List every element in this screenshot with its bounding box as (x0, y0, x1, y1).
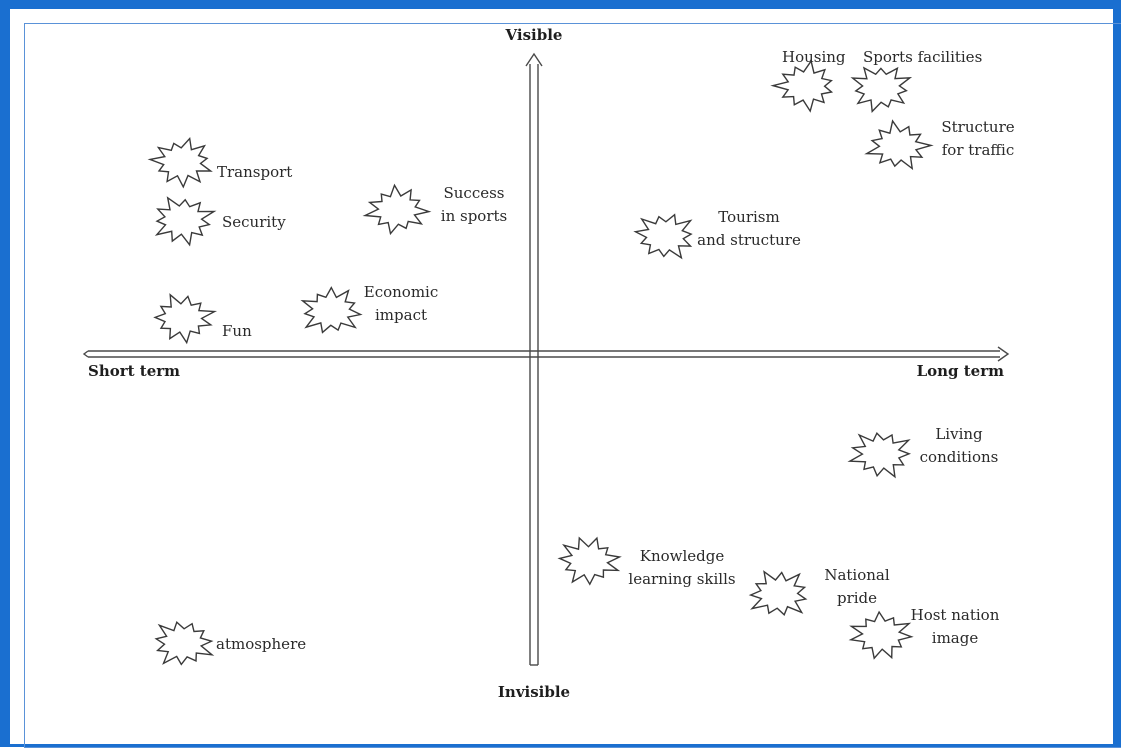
concept-label: Housing (782, 48, 846, 66)
burst-icon (770, 59, 834, 113)
concept-label: Transport (217, 163, 292, 181)
burst-icon (633, 213, 693, 260)
axis-label-short-term: Short term (88, 362, 180, 380)
concept-label: atmosphere (216, 635, 306, 653)
concept-host-nation: Host nation image (848, 606, 1000, 660)
concept-label: Structure (941, 118, 1014, 136)
concept-living-conditions: Living conditions (847, 425, 999, 479)
concept-tourism: Tourism and structure (633, 208, 801, 260)
concept-knowledge: Knowledge learning skills (557, 536, 736, 588)
concept-label: Success (443, 184, 504, 202)
burst-icon (748, 570, 808, 617)
concept-structure-traffic: Structure for traffic (864, 118, 1015, 171)
concept-label: Knowledge (640, 547, 725, 565)
concept-label: National (824, 566, 890, 584)
burst-icon (557, 536, 622, 586)
concept-label: conditions (920, 448, 999, 466)
burst-icon (153, 293, 218, 345)
burst-icon (300, 286, 363, 334)
concept-label: Living (935, 425, 983, 443)
axis-label-long-term: Long term (917, 362, 1005, 380)
concept-security: Security (154, 196, 286, 247)
axis-label-invisible: Invisible (498, 683, 570, 701)
concept-economic-impact: Economic impact (300, 283, 439, 334)
burst-icon (154, 196, 217, 247)
concept-label: Host nation (911, 606, 1000, 624)
burst-icon (864, 119, 934, 171)
vertical-axis (525, 52, 543, 666)
concept-fun: Fun (153, 293, 252, 345)
concept-label: Security (222, 213, 286, 231)
concept-transport: Transport (147, 136, 292, 189)
burst-icon (154, 620, 215, 666)
burst-icon (362, 183, 432, 236)
concept-label: for traffic (942, 141, 1015, 159)
horizontal-axis (82, 346, 1010, 362)
burst-icon (147, 136, 213, 189)
concept-atmosphere: atmosphere (154, 620, 306, 666)
concept-success-sports: Success in sports (362, 183, 507, 236)
concept-label: impact (375, 306, 427, 324)
concept-label: in sports (441, 207, 507, 225)
concept-housing: Housing (770, 48, 846, 113)
concept-label: pride (837, 589, 877, 607)
concept-label: image (932, 629, 979, 647)
concept-label: Fun (222, 322, 252, 340)
axis-label-visible: Visible (505, 26, 563, 44)
concept-label: Sports facilities (863, 48, 982, 66)
burst-icon (850, 66, 913, 113)
concept-label: Tourism (718, 208, 779, 226)
concept-label: and structure (697, 231, 801, 249)
concept-national-pride: National pride (748, 566, 890, 617)
concept-sports-facilities: Sports facilities (850, 48, 982, 113)
concept-label: Economic (364, 283, 439, 301)
burst-icon (848, 610, 914, 660)
burst-icon (847, 431, 912, 479)
concept-label: learning skills (628, 570, 735, 588)
